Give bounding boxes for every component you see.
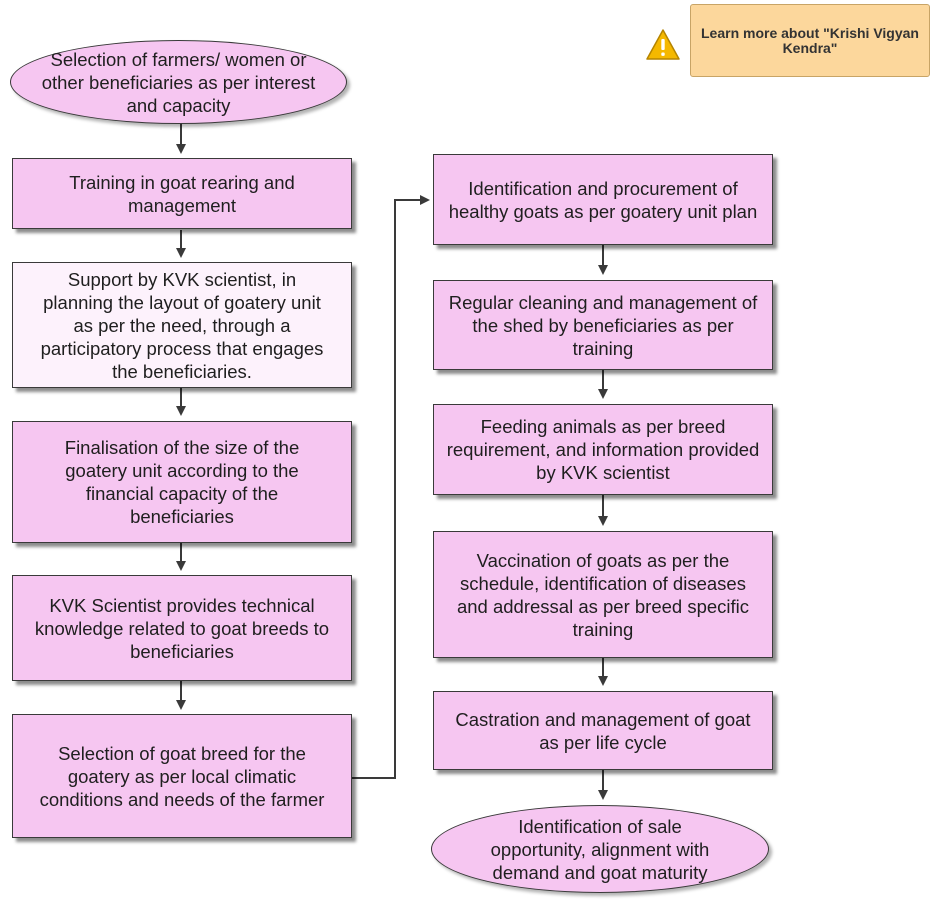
step-selection-of-breed: Selection of goat breed for the goatery … [12,714,352,838]
step-training: Training in goat rearing and management [12,158,352,229]
step-label: Vaccination of goats as per the schedule… [456,549,750,640]
step-vaccination: Vaccination of goats as per the schedule… [433,531,773,658]
step-label: Castration and management of goat as per… [455,708,751,753]
step-label: Training in goat rearing and management [69,171,295,216]
step-technical-knowledge: KVK Scientist provides technical knowled… [12,575,352,681]
step-label: Finalisation of the size of the goatery … [64,437,300,527]
step-label: Regular cleaning and management of the s… [448,291,758,359]
step-label: Selection of goat breed for the goatery … [39,742,325,810]
step-label: Identification and procurement of health… [448,177,758,222]
warning-icon [646,29,680,60]
step-label: Feeding animals as per breed requirement… [446,416,760,483]
learn-more-note[interactable]: Learn more about "Krishi Vigyan Kendra" [690,4,930,77]
step-label: Support by KVK scientist, in planning th… [40,268,324,382]
step-procurement: Identification and procurement of health… [433,154,773,245]
step-kvk-support: Support by KVK scientist, in planning th… [12,262,352,388]
step-shed-cleaning: Regular cleaning and management of the s… [433,280,773,370]
step-castration: Castration and management of goat as per… [433,691,773,770]
step-sale-opportunity: Identification of sale opportunity, alig… [431,805,769,893]
learn-more-text: Learn more about "Krishi Vigyan Kendra" [701,24,919,56]
step-label: Selection of farmers/ women or other ben… [41,48,316,116]
step-feeding: Feeding animals as per breed requirement… [433,404,773,495]
step-label: KVK Scientist provides technical knowled… [34,594,330,662]
step-finalisation-of-size: Finalisation of the size of the goatery … [12,421,352,543]
arrow-crossover [350,195,430,779]
step-selection-of-beneficiaries: Selection of farmers/ women or other ben… [10,40,347,124]
step-label: Identification of sale opportunity, alig… [490,815,710,883]
